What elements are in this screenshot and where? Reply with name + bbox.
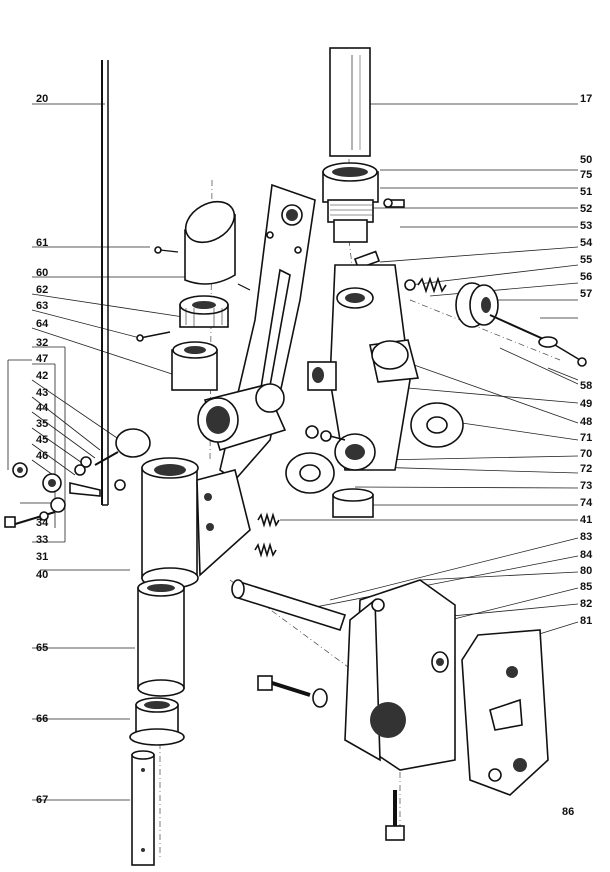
label-44: 44 [36,402,49,414]
label-86: 86 [562,806,574,818]
label-53: 53 [580,220,592,232]
part-80-82-block [344,579,456,771]
label-48: 48 [580,416,592,428]
label-83: 83 [580,531,592,543]
label-46: 46 [36,450,48,462]
label-43: 43 [36,387,48,399]
label-66: 66 [36,713,48,725]
part-hub [197,383,287,452]
part-74-bushing [332,488,374,518]
label-31: 31 [36,551,48,563]
label-42: 42 [36,370,48,382]
part-small-hardware [4,456,101,528]
label-45: 45 [36,434,48,446]
part-60-slanted-sleeve [154,200,251,291]
label-82: 82 [580,598,592,610]
label-52: 52 [580,203,592,215]
label-67: 67 [36,794,48,806]
label-56: 56 [580,271,592,283]
label-60: 60 [36,267,48,279]
part-81-plate [461,629,549,796]
part-53-56-pulley-assembly [404,276,499,328]
part-65-tube [137,579,185,697]
part-41-springs [254,512,280,558]
label-54: 54 [580,237,593,249]
part-51-screw [383,198,405,208]
label-61: 61 [36,237,48,249]
label-50: 50 [580,154,592,166]
part-83-shaft [231,579,347,631]
label-65: 65 [36,642,48,654]
label-63: 63 [36,300,48,312]
label-55: 55 [580,254,592,266]
part-62-ring [179,295,229,328]
label-70: 70 [580,448,592,460]
part-50-collar [322,162,379,243]
part-66-bushing [129,697,185,746]
label-51: 51 [580,186,592,198]
part-86-bolt [385,790,405,841]
part-67-pin [131,750,155,866]
part-64-collar [171,341,218,391]
part-48-washer [410,402,464,448]
label-74: 74 [580,497,593,509]
label-34: 34 [36,517,49,529]
label-20: 20 [36,93,48,105]
label-33: 33 [36,534,48,546]
label-72: 72 [580,463,592,475]
part-40-main-tube [141,457,251,589]
label-49: 49 [580,398,592,410]
label-85: 85 [580,581,592,593]
label-81: 81 [580,615,592,627]
part-71-washer [285,452,335,494]
label-75: 75 [580,169,592,181]
part-20-rod [101,60,109,506]
part-42-end-cap [94,428,151,491]
part-17-tube [329,47,371,157]
label-64: 64 [36,318,49,330]
part-labels: 20 17 50 75 51 52 53 54 55 56 57 58 49 4… [36,93,593,818]
label-40: 40 [36,569,48,581]
label-35: 35 [36,418,48,430]
label-41: 41 [580,514,592,526]
label-57: 57 [580,288,592,300]
part-57-58-pin [489,314,587,367]
part-bracket [307,264,420,471]
label-71: 71 [580,432,592,444]
leader-lines [7,103,579,801]
label-17: 17 [580,93,592,105]
label-62: 62 [36,284,48,296]
label-80: 80 [580,565,592,577]
label-84: 84 [580,549,593,561]
part-63-screw [136,331,171,342]
label-58: 58 [580,380,592,392]
part-bolt-small [305,425,346,442]
label-47: 47 [36,353,48,365]
label-73: 73 [580,480,592,492]
label-32: 32 [36,337,48,349]
part-84-bolt [257,675,328,708]
